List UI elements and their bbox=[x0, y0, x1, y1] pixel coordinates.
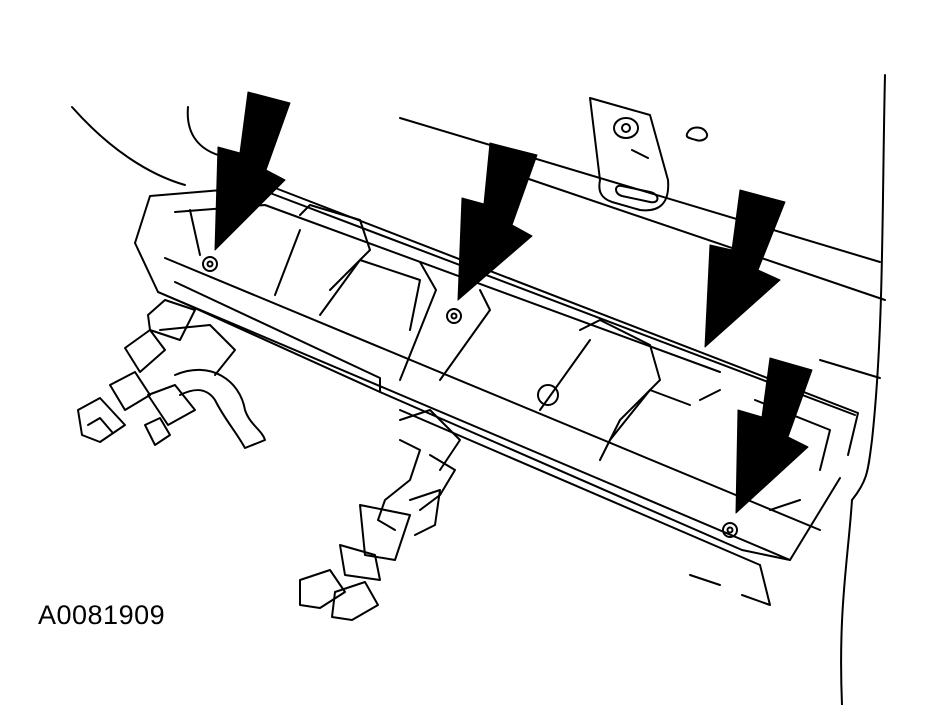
center-wiring-harness bbox=[299, 409, 461, 621]
fasteners bbox=[202, 256, 738, 538]
figure-reference-id: A0081909 bbox=[38, 600, 166, 630]
callout-arrow-1 bbox=[214, 91, 291, 251]
mounting-bracket bbox=[589, 97, 708, 212]
callout-arrow-3 bbox=[704, 189, 786, 348]
fastener-2 bbox=[446, 308, 462, 324]
callout-arrow-2 bbox=[457, 142, 538, 301]
callout-arrow-4 bbox=[735, 357, 813, 514]
panel-ribs bbox=[274, 204, 831, 511]
fastener-1 bbox=[202, 256, 218, 272]
left-wiring-harness bbox=[77, 299, 266, 449]
callout-arrows bbox=[214, 91, 813, 514]
fastener-3 bbox=[722, 522, 738, 538]
